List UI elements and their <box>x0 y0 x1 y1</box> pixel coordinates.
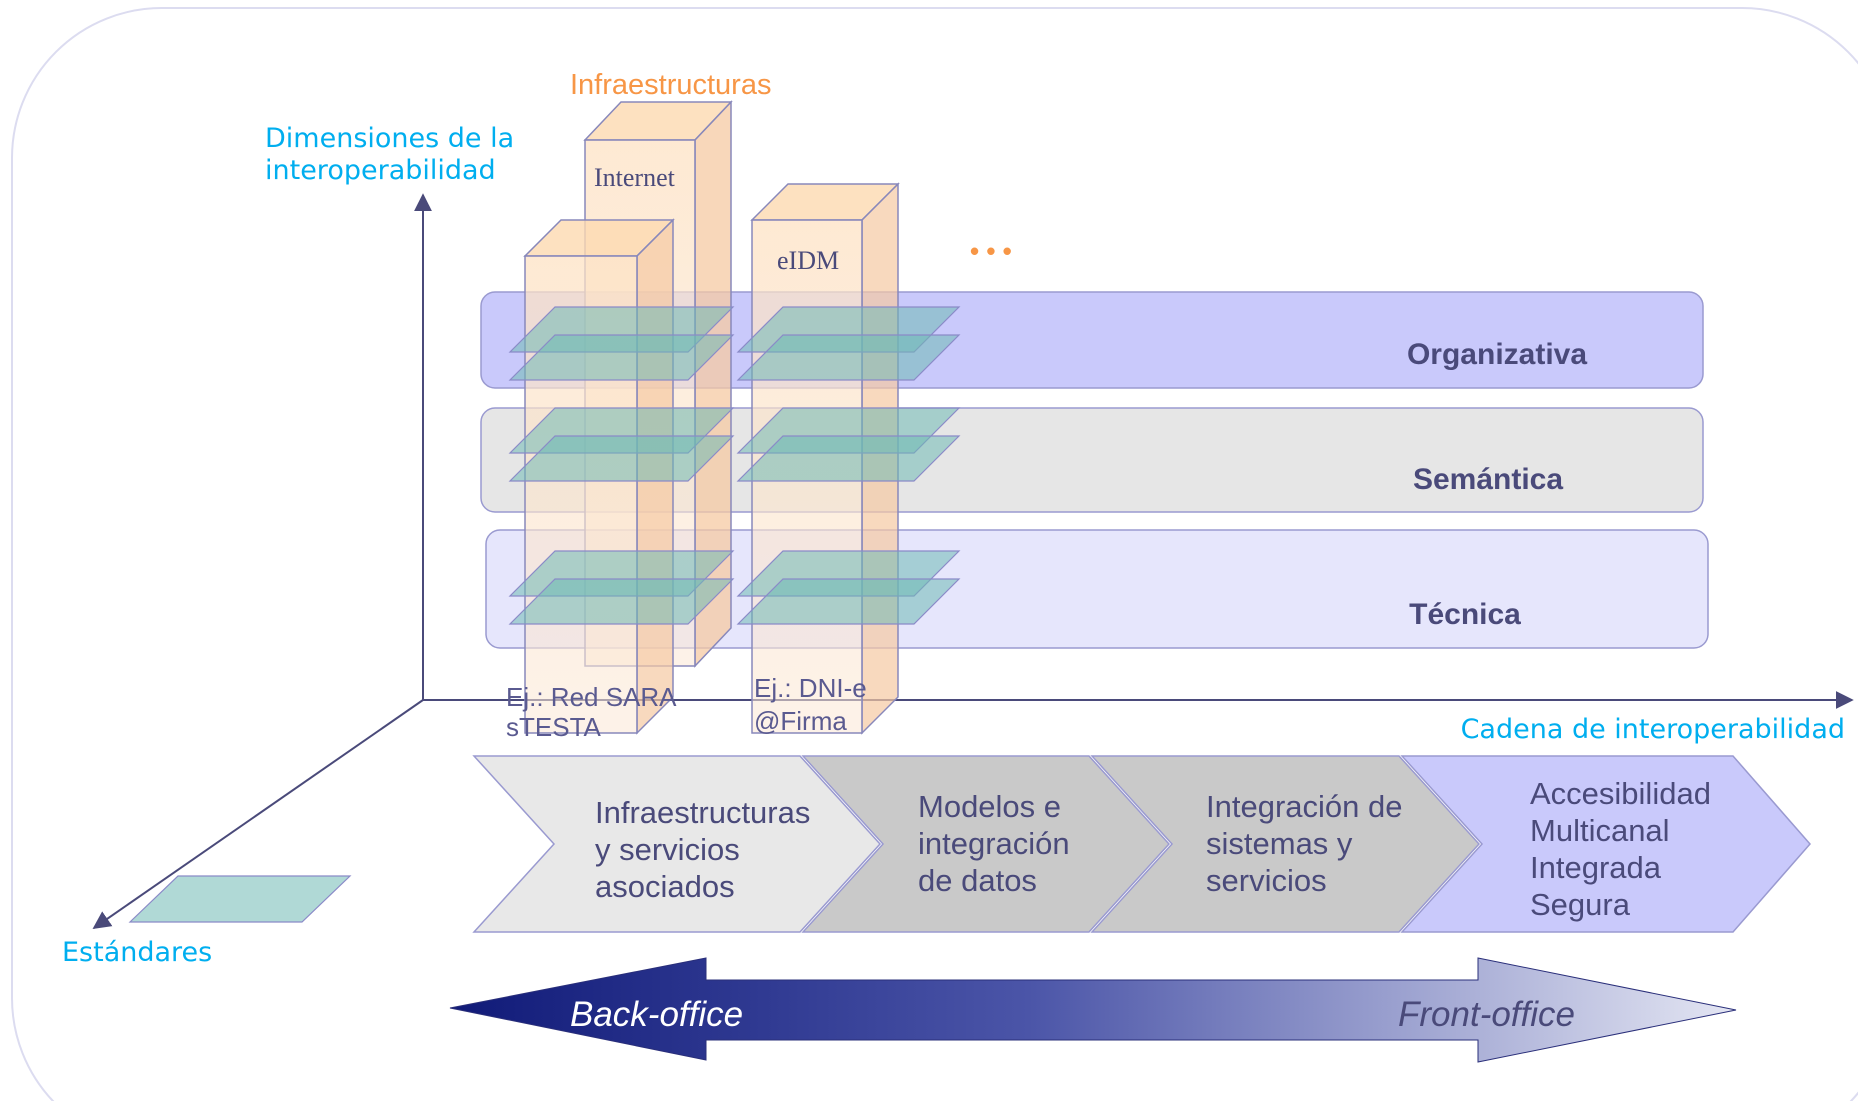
vertical-axis-label-line-2: interoperabilidad <box>265 155 496 186</box>
chain-1-line-2: y servicios <box>595 832 740 867</box>
layer-label-organizativa: Organizativa <box>1407 338 1587 371</box>
depth-axis-label: Estándares <box>62 937 212 968</box>
chain-4-line-3: Integrada <box>1530 850 1662 885</box>
example-dnie-line-1: Ej.: DNI-e <box>754 673 867 703</box>
standard-planes <box>128 306 961 923</box>
interoperability-chain <box>472 755 1811 933</box>
office-arrow <box>449 957 1737 1063</box>
chevron-3 <box>1090 755 1481 933</box>
chevron-1 <box>472 755 882 933</box>
front-office-label: Front-office <box>1398 995 1575 1034</box>
example-red-sara-line-1: Ej.: Red SARA <box>506 682 677 712</box>
chain-3-line-3: servicios <box>1206 863 1327 898</box>
outer-frame <box>11 7 1858 1101</box>
tower-label-internet: Internet <box>594 163 676 192</box>
chain-1-line-1: Infraestructuras <box>595 795 810 830</box>
chain-2-line-2: integración <box>918 826 1070 861</box>
standard-plane <box>736 334 961 381</box>
chain-1-line-3: asociados <box>595 869 735 904</box>
ellipsis: • • • <box>970 236 1012 266</box>
standard-plane <box>508 334 735 381</box>
chain-2-line-1: Modelos e <box>918 789 1061 824</box>
vertical-axis-label-line-1: Dimensiones de la <box>265 123 514 154</box>
standard-plane <box>508 435 735 482</box>
horizontal-axis-label: Cadena de interoperabilidad <box>1461 714 1845 745</box>
standard-plane <box>736 578 961 625</box>
layer-label-semantica: Semántica <box>1413 463 1563 496</box>
example-dnie-line-2: @Firma <box>754 706 847 736</box>
chain-4-line-4: Segura <box>1530 887 1631 922</box>
layer-label-tecnica: Técnica <box>1409 598 1521 631</box>
infrastructures-header: Infraestructuras <box>570 69 771 101</box>
chain-3-line-2: sistemas y <box>1206 826 1353 861</box>
chain-3-line-1: Integración de <box>1206 789 1402 824</box>
depth-axis <box>92 699 424 930</box>
tower-label-eidm: eIDM <box>777 246 839 275</box>
chain-2-line-3: de datos <box>918 863 1037 898</box>
chevron-2 <box>801 755 1171 933</box>
chain-4-line-1: Accesibilidad <box>1530 776 1711 811</box>
standard-plane <box>508 578 735 625</box>
example-red-sara-line-2: sTESTA <box>506 712 602 742</box>
chevron-4 <box>1400 755 1811 933</box>
text-layer: Infraestructuras Dimensiones de la inter… <box>62 69 1845 1034</box>
chain-4-line-2: Multicanal <box>1530 813 1670 848</box>
standard-plane-legend <box>128 875 352 923</box>
back-office-label: Back-office <box>570 995 743 1034</box>
standard-plane <box>736 435 961 482</box>
